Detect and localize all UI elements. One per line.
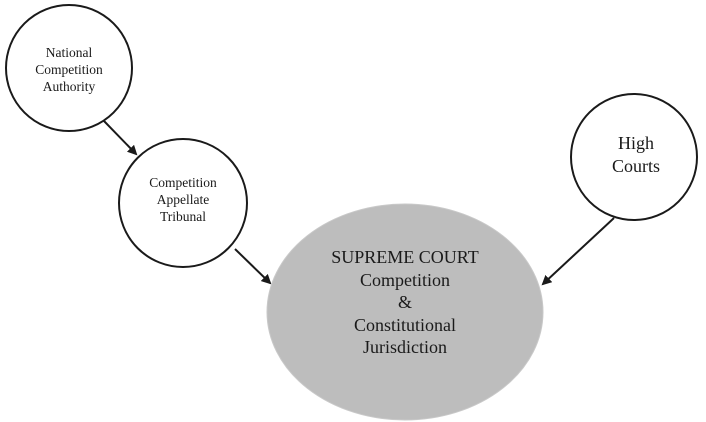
arrow-cat-to-supreme [234, 248, 272, 285]
supreme-court-ellipse [266, 203, 544, 421]
nca-label-line-3: Authority [43, 79, 96, 94]
supreme-court-label-line-5: Jurisdiction [363, 337, 447, 357]
supreme-court-label-line-2: Competition [360, 270, 450, 290]
high-courts-label-line-1: High [618, 133, 654, 153]
arrow-high-courts-to-supreme [541, 217, 615, 286]
high-courts-circle [570, 93, 698, 221]
node-supreme-court: SUPREME COURT Competition & Constitution… [266, 203, 544, 421]
node-national-competition-authority: National Competition Authority [5, 4, 133, 132]
supreme-court-label-line-1: SUPREME COURT [331, 247, 478, 267]
cat-circle [118, 138, 248, 268]
high-courts-label-line-2: Courts [612, 156, 660, 176]
supreme-court-label-line-3: & [398, 292, 412, 312]
cat-label-line-3: Tribunal [160, 209, 206, 224]
node-high-courts: High Courts [570, 93, 698, 221]
cat-label-line-2: Appellate [157, 192, 209, 207]
nca-label-line-1: National [46, 45, 93, 60]
arrow-nca-to-cat [103, 120, 138, 156]
supreme-court-label-line-4: Constitutional [354, 315, 456, 335]
node-competition-appellate-tribunal: Competition Appellate Tribunal [118, 138, 248, 268]
cat-label-line-1: Competition [149, 175, 217, 190]
nca-circle [5, 4, 133, 132]
nca-label-line-2: Competition [35, 62, 103, 77]
